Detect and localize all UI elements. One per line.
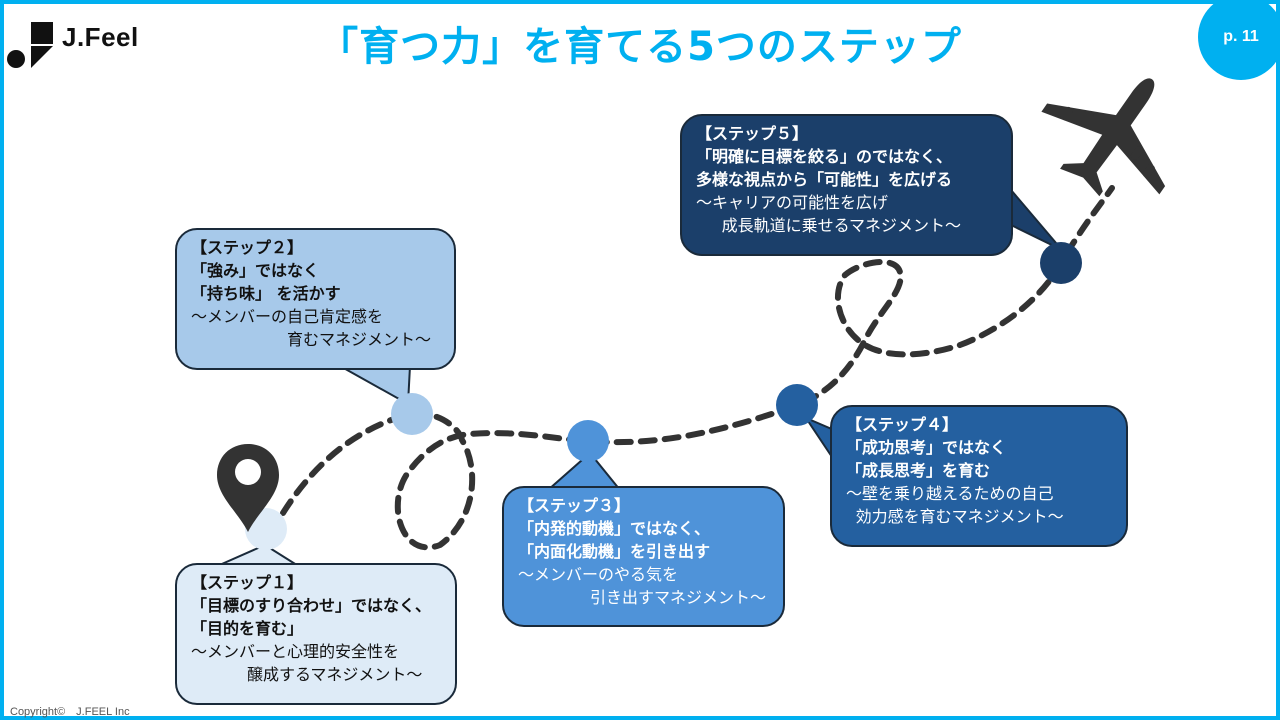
step-subtitle-line: ～メンバーと心理的安全性を [191,642,400,661]
step5-node[interactable] [1040,242,1082,284]
step-heading-line: 「持ち味」 を活かす [191,284,341,303]
copyright-text: Copyright© J.FEEL Inc [10,706,130,718]
step1-bubble: 【ステップ１】 「目標のすり合わせ」ではなく、 「目的を育む」 ～メンバーと心理… [175,563,457,705]
step-subtitle-line: ～壁を乗り越えるための自己 [846,484,1054,503]
step-heading-line: 「内発的動機」ではなく、 [518,519,711,538]
page-number: p. 11 [1223,28,1259,45]
step5-pointer [1010,187,1063,251]
step-label: 【ステップ２】 [191,238,304,257]
step-heading-line: 「成長思考」を育む [846,461,991,480]
step-subtitle-line: 引き出すマネジメント～ [590,588,767,607]
step-heading-line: 「強み」ではなく [191,261,320,280]
step-heading-line: 「成功思考」ではなく [846,438,1007,457]
step3-node[interactable] [567,420,609,462]
step-label: 【ステップ１】 [191,573,304,592]
step-subtitle-line: ～メンバーのやる気を [518,565,679,584]
step-label: 【ステップ３】 [518,496,631,515]
step5-bubble: 【ステップ５】 「明確に目標を絞る」のではなく、 多様な視点から「可能性」を広げ… [680,114,1013,256]
step-heading-line: 「目標のすり合わせ」ではなく、 [191,596,432,615]
map-pin-icon [217,444,279,532]
logo-mark-icon [7,22,53,68]
step-heading-line: 多様な視点から「可能性」を広げる [696,170,953,189]
step-heading-line: 「内面化動機」を引き出す [518,542,711,561]
step-subtitle-line: 効力感を育むマネジメント～ [855,507,1064,526]
step-subtitle-line: ～メンバーの自己肯定感を [191,307,384,326]
step-subtitle-line: ～キャリアの可能性を広げ [696,193,889,212]
step-subtitle-line: 醸成するマネジメント～ [247,665,423,684]
step-subtitle-line: 成長軌道に乗せるマネジメント～ [721,216,961,235]
step4-node[interactable] [776,384,818,426]
page-title: 「育つ力」を育てる5つのステップ [318,24,962,70]
brand-logo: J.Feel [4,20,154,72]
page-number-badge: p. 11 [1198,0,1280,80]
step3-bubble: 【ステップ３】 「内発的動機」ではなく、 「内面化動機」を引き出す ～メンバーの… [502,486,785,627]
step-label: 【ステップ５】 [696,124,809,143]
logo-text: J.Feel [62,22,139,52]
airplane-icon [1041,78,1166,197]
step-label: 【ステップ４】 [846,415,959,434]
step-heading-line: 「明確に目標を絞る」のではなく、 [696,147,953,166]
step2-bubble: 【ステップ２】 「強み」ではなく 「持ち味」 を活かす ～メンバーの自己肯定感を… [175,228,456,370]
step-subtitle-line: 育むマネジメント～ [287,330,432,349]
step2-node[interactable] [391,393,433,435]
dashed-route [280,185,1115,551]
step4-bubble: 【ステップ４】 「成功思考」ではなく 「成長思考」を育む ～壁を乗り越えるための… [830,405,1128,547]
step-heading-line: 「目的を育む」 [191,619,304,638]
